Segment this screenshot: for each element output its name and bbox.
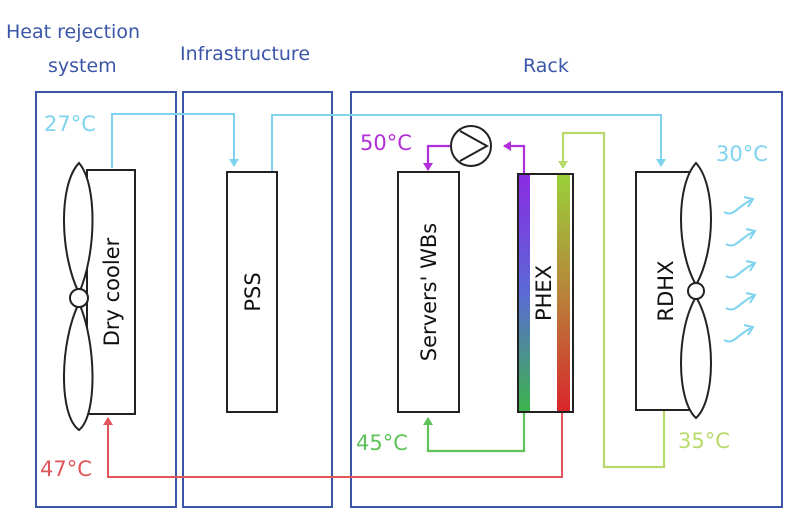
cold-loop-to-pss xyxy=(111,113,239,168)
lime-return-line xyxy=(558,131,666,469)
dry-cooler-box xyxy=(86,169,136,415)
cold-loop-to-rdhx xyxy=(271,114,666,172)
hot-return-line xyxy=(103,412,563,478)
rdhx-inlet-temp: 30°C xyxy=(716,142,768,166)
phex-box xyxy=(517,173,574,413)
infrastructure-frame xyxy=(182,91,333,508)
heat-rejection-frame xyxy=(35,91,177,508)
dry-cooler-label: Dry cooler xyxy=(100,237,124,346)
purple-line-to-pump xyxy=(503,141,526,176)
phex-label: PHEX xyxy=(532,265,556,321)
rack-frame xyxy=(350,91,783,508)
pump-icon xyxy=(450,125,492,167)
rdhx-fan-icon xyxy=(680,161,712,420)
server-inlet-temp: 50°C xyxy=(360,131,412,155)
pss-box xyxy=(226,171,278,413)
server-outlet-temp: 45°C xyxy=(356,431,408,455)
rdhx-label: RDHX xyxy=(654,261,678,322)
air-flow-icon xyxy=(723,196,757,343)
green-return-line xyxy=(423,412,526,453)
purple-line-to-servers xyxy=(423,144,450,171)
dry-cooler-supply-temp: 27°C xyxy=(44,112,96,136)
rdhx-outlet-temp: 35°C xyxy=(678,429,730,453)
infrastructure-title: Infrastructure xyxy=(180,43,310,65)
dry-cooler-fan-icon xyxy=(63,161,94,432)
servers-wbs-box xyxy=(397,171,460,413)
heat-rejection-title-line1: Heat rejection xyxy=(6,21,140,43)
pss-label: PSS xyxy=(241,272,265,311)
servers-wbs-label: Servers' WBs xyxy=(417,223,441,361)
dry-cooler-return-temp: 47°C xyxy=(40,457,92,481)
heat-rejection-title-line2: system xyxy=(48,55,117,77)
rack-title: Rack xyxy=(523,55,569,77)
